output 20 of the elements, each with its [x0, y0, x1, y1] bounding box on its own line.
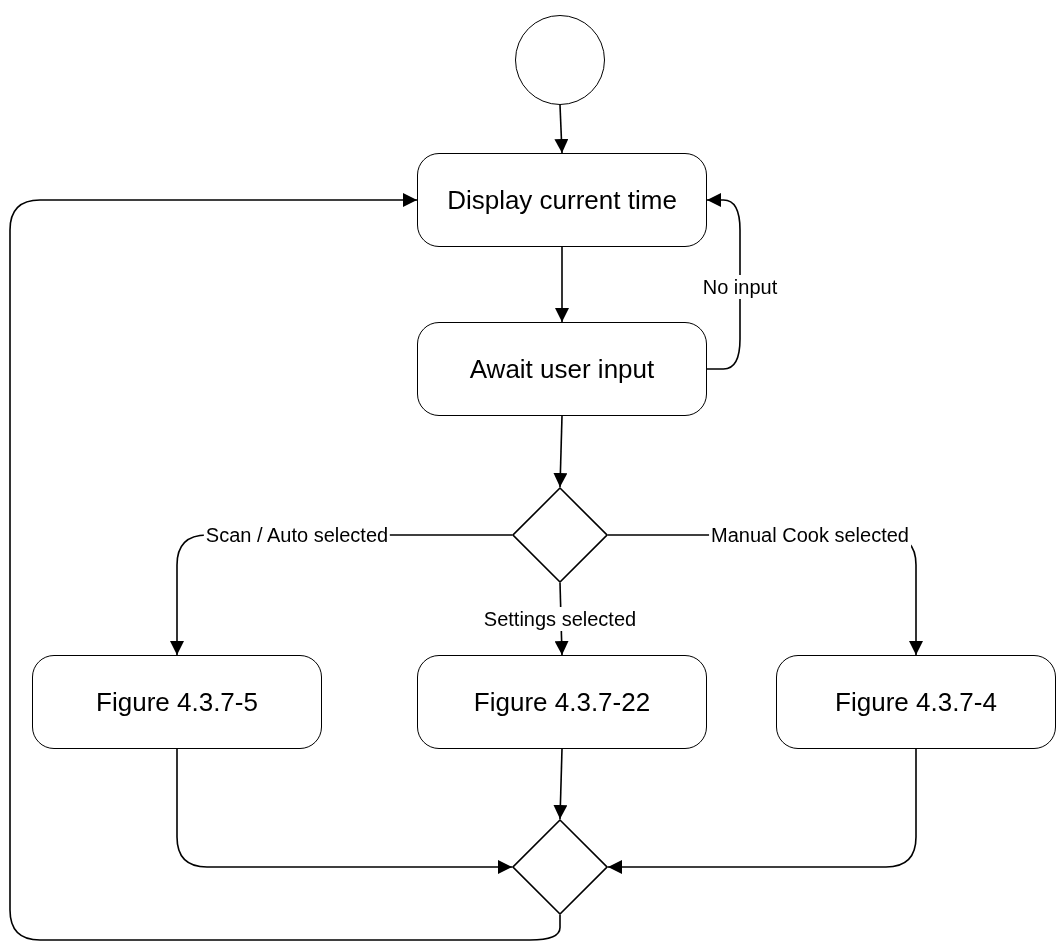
arrow — [607, 748, 917, 874]
box-text: Figure 4.3.7-5 — [96, 686, 258, 719]
arrow — [553, 748, 568, 820]
process-box — [32, 655, 322, 749]
arrow — [554, 104, 569, 154]
decision-diamond — [512, 819, 608, 915]
process-box — [417, 655, 707, 749]
box-text: Await user input — [469, 353, 655, 386]
arrow — [176, 748, 513, 874]
process-box — [776, 655, 1056, 749]
box-text: Figure 4.3.7-22 — [473, 686, 651, 719]
box-text: Display current time — [447, 184, 677, 217]
arrow — [555, 246, 569, 323]
arrow — [553, 415, 568, 488]
decision-diamond — [512, 487, 608, 583]
process-box — [417, 153, 707, 247]
box-text: Figure 4.3.7-4 — [835, 686, 997, 719]
arrow — [9, 193, 561, 941]
arrow — [706, 193, 741, 370]
process-box — [417, 322, 707, 416]
